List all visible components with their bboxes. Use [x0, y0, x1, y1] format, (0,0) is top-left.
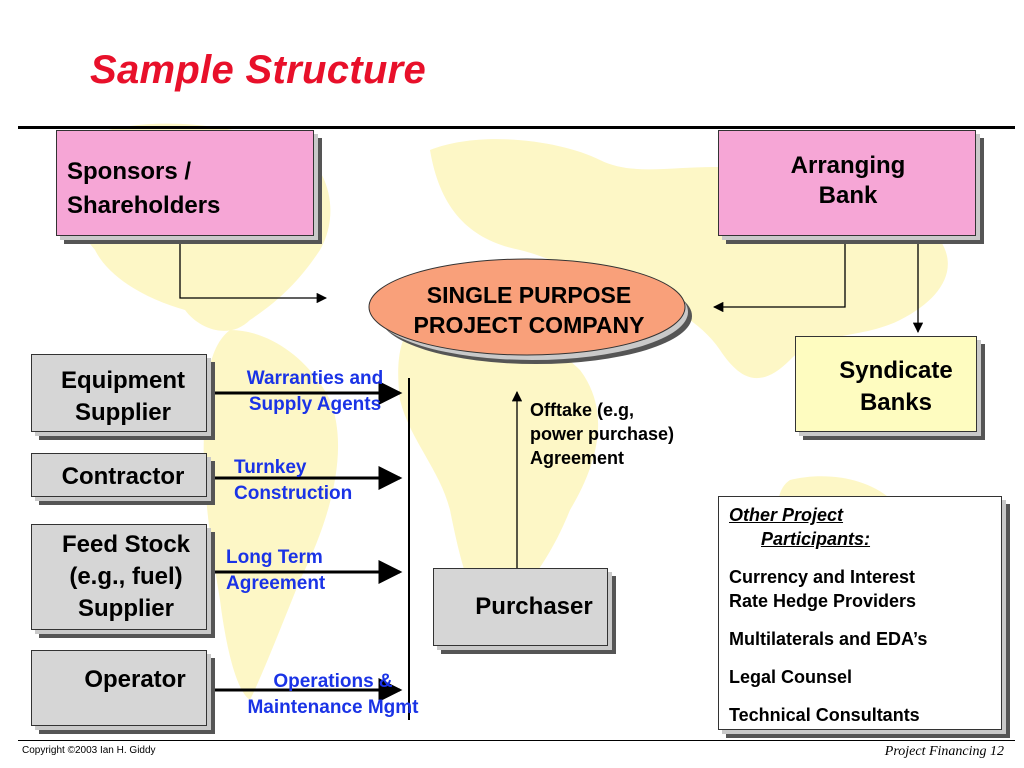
page-footer: Project Financing 12: [884, 744, 1004, 759]
purchaser-box: Purchaser: [433, 568, 608, 646]
other-participants-heading: Other Project Participants:: [729, 503, 870, 551]
page-title: Sample Structure: [90, 48, 427, 92]
copyright-text: Copyright ©2003 Ian H. Giddy: [22, 745, 156, 756]
feed-stock-box: Feed Stock (e.g., fuel) Supplier: [31, 524, 207, 630]
project-company-label: SINGLE PURPOSE PROJECT COMPANY: [413, 282, 645, 338]
equipment-supplier-box: Equipment Supplier: [31, 354, 207, 432]
heading-line-2: Participants:: [761, 529, 871, 549]
arranging-bank-label: Arranging Bank: [790, 152, 906, 209]
syndicate-banks-box: Syndicate Banks: [795, 336, 977, 432]
heading-line-1: Other Project: [729, 505, 844, 525]
offtake-label: Offtake (e.g, power purchase) Agreement: [530, 400, 675, 468]
equipment-supplier-label: Equipment Supplier: [61, 367, 185, 426]
project-company-node: SINGLE PURPOSE PROJECT COMPANY: [364, 256, 694, 368]
participant-item: Multilaterals and EDA’s: [729, 629, 928, 649]
sponsor-link: [179, 238, 328, 304]
supplier-arrows: [208, 381, 403, 702]
warranties-label: Warranties and Supply Agents: [246, 368, 384, 415]
title-rule: [18, 126, 1015, 129]
sponsors-label: Sponsors / Shareholders: [67, 158, 221, 219]
contractor-label: Contractor: [61, 463, 185, 490]
sponsors-box: Sponsors / Shareholders: [56, 130, 314, 236]
feed-stock-label: Feed Stock (e.g., fuel) Supplier: [61, 531, 191, 622]
operations-label: Operations & Maintenance Mgmt: [247, 671, 419, 718]
participant-item: Currency and Interest Rate Hedge Provide…: [729, 567, 917, 611]
footer-rule: [18, 740, 1015, 741]
arranging-bank-link: [712, 238, 846, 313]
other-participants-box: Other Project Participants: Currency and…: [718, 496, 1002, 730]
long-term-label: Long Term Agreement: [226, 547, 326, 594]
contractor-box: Contractor: [31, 453, 207, 497]
participant-item: Technical Consultants: [729, 705, 920, 725]
operator-box: Operator: [31, 650, 207, 726]
purchaser-label: Purchaser: [475, 593, 593, 620]
arranging-bank-box: Arranging Bank: [718, 130, 976, 236]
project-company-ellipse: [368, 258, 692, 364]
participant-item: Legal Counsel: [729, 667, 853, 687]
syndicate-banks-label: Syndicate Banks: [839, 357, 953, 416]
operator-label: Operator: [84, 666, 186, 693]
connector-lines: [179, 238, 924, 720]
turnkey-label: Turnkey Construction: [234, 457, 353, 504]
